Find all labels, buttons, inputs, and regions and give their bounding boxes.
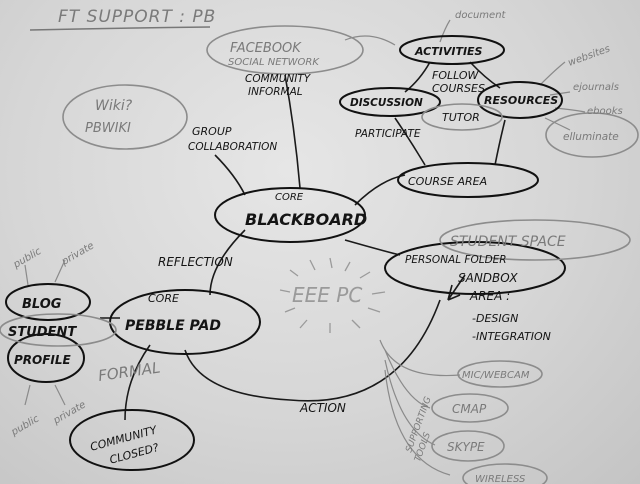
- connector-group-blackboard: [214, 154, 246, 196]
- connector-supporting-wireless: [384, 369, 451, 476]
- personal-folder-line1: PERSONAL FOLDER: [405, 254, 507, 266]
- collaboration-label: COLLABORATION: [188, 141, 277, 153]
- connector-pebblepad-community: [124, 344, 151, 421]
- integration-label: -INTEGRATION: [472, 330, 551, 343]
- ebooks-label: ebooks: [587, 106, 623, 117]
- public-top-label: public: [11, 246, 44, 271]
- mic-webcam-label: MIC/WEBCAM: [462, 370, 530, 381]
- tutor-ellipse: [421, 103, 503, 131]
- courses-label: COURSES: [432, 82, 485, 95]
- blackboard-label: BLACKBOARD: [245, 210, 367, 229]
- connector-facebook-blackboard: [284, 74, 301, 189]
- skype-ellipse: [431, 430, 505, 462]
- resources-label: RESOURCES: [484, 94, 558, 107]
- connector-supporting-skype: [384, 359, 436, 446]
- connector-activities-discussion: [404, 61, 431, 93]
- activities-label: ACTIVITIES: [414, 45, 483, 58]
- title-underline: [29, 26, 211, 31]
- resources-ellipse: [477, 81, 563, 119]
- mic-webcam-ellipse: [457, 360, 543, 388]
- wiki-line2: PBWIKI: [85, 121, 131, 136]
- student-label: STUDENT: [8, 325, 77, 340]
- participate-label: PARTICIPATE: [355, 128, 421, 140]
- facebook-line2: SOCIAL NETWORK: [228, 57, 320, 68]
- connector-blog-public-top: [24, 264, 29, 286]
- discussion-ellipse: [339, 87, 441, 117]
- elluminate-ellipse: [545, 112, 639, 158]
- diagram-title: FT SUPPORT : PB: [58, 7, 216, 27]
- pencil-connectors: [24, 19, 586, 476]
- blog-ellipse: [5, 283, 91, 321]
- blackboard-core-label: CORE: [275, 192, 304, 203]
- private-top-label: private: [59, 240, 96, 268]
- community-closed-ellipse: [69, 409, 195, 471]
- community-informal-line1: COMMUNITY: [245, 73, 312, 85]
- design-label: -DESIGN: [472, 312, 518, 325]
- reflection-label: REFLECTION: [158, 255, 233, 269]
- connector-resources-elluminate: [544, 117, 571, 131]
- course-area-ellipse: [397, 162, 539, 198]
- connector-resources-ebooks: [554, 107, 586, 113]
- websites-label: websites: [567, 43, 612, 68]
- wiki-ellipse: [62, 84, 188, 150]
- blackboard-ellipse: [214, 187, 366, 243]
- document-label: document: [455, 10, 507, 21]
- formal-label: FORMAL: [97, 358, 161, 385]
- cmap-ellipse: [431, 393, 509, 423]
- connector-blog-private-top: [54, 259, 66, 283]
- connector-coursearea-resources: [494, 119, 506, 166]
- follow-label: FOLLOW: [432, 69, 480, 82]
- profile-ellipse: [7, 333, 85, 383]
- sandbox-label: SANDBOX: [458, 271, 518, 285]
- connector-coursearea-discussion: [394, 117, 426, 166]
- connector-supporting-cmap: [384, 349, 431, 409]
- group-label: GROUP: [192, 125, 232, 138]
- eeepc-rays: [279, 257, 386, 333]
- cmap-label: CMAP: [452, 402, 487, 416]
- pebblepad-label: PEBBLE PAD: [125, 318, 221, 334]
- action-label: ACTION: [299, 401, 346, 415]
- community-informal-line2: INFORMAL: [248, 86, 303, 98]
- connector-action-loop: [184, 299, 441, 402]
- profile-label: PROFILE: [14, 353, 72, 367]
- student-ellipse: [0, 313, 117, 347]
- connector-blackboard-personal: [344, 239, 401, 256]
- connector-supporting-mic: [379, 339, 461, 377]
- student-space-ellipse: [439, 219, 631, 261]
- personal-folder-ellipse: [384, 241, 566, 295]
- wiki-line1: Wiki?: [95, 98, 133, 114]
- eeepc-label: EEE PC: [292, 283, 362, 307]
- public-bottom-label: public: [9, 413, 42, 438]
- ejournals-label: ejournals: [573, 82, 619, 93]
- wireless-ellipse: [462, 463, 548, 484]
- elluminate-label: elluminate: [563, 131, 619, 143]
- connector-profile-private-bottom: [54, 384, 66, 406]
- student-space-label: STUDENT SPACE: [450, 234, 566, 250]
- connector-activities-document: [439, 19, 451, 43]
- connector-profile-public-bottom: [24, 384, 31, 406]
- tutor-label: TUTOR: [442, 111, 480, 124]
- activities-ellipse: [399, 35, 505, 65]
- area-label: AREA :: [469, 289, 510, 303]
- discussion-label: DISCUSSION: [350, 97, 423, 109]
- course-area-label: COURSE AREA: [408, 175, 487, 188]
- connector-facebook-activities: [344, 35, 396, 46]
- connector-blackboard-pebblepad: [209, 229, 246, 296]
- facebook-line1: FACEBOOK: [230, 41, 302, 56]
- facebook-ellipse: [206, 25, 364, 75]
- skype-label: SKYPE: [447, 440, 485, 454]
- connector-activities-resources: [469, 61, 501, 89]
- wireless-label: WIRELESS: [475, 474, 526, 484]
- blog-label: BLOG: [22, 297, 62, 312]
- connector-resources-websites: [539, 61, 566, 86]
- pebblepad-core-label: CORE: [148, 292, 179, 305]
